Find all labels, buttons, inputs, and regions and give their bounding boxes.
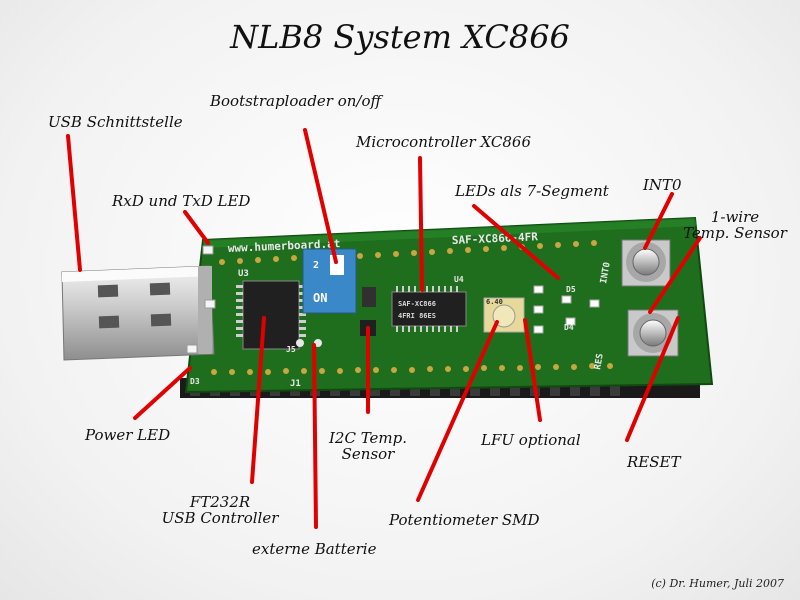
svg-text:D5: D5 — [566, 285, 576, 294]
leader-usb — [66, 134, 82, 272]
bootstrap-dip-switch: 2 ON — [302, 248, 357, 314]
svg-text:U4: U4 — [454, 275, 464, 284]
leader-lfu — [523, 318, 542, 422]
label-leds7: LEDs als 7-Segment — [455, 182, 609, 200]
power-led: D3 — [186, 344, 200, 386]
svg-text:U3: U3 — [238, 269, 249, 279]
potentiometer: 6.40 — [483, 297, 525, 333]
label-rxtx: RxD und TxD LED — [112, 192, 251, 210]
leader-power — [133, 366, 192, 420]
battery-connector: J5 — [286, 339, 322, 354]
leader-lines — [66, 128, 702, 529]
label-usb: USB Schnittstelle — [48, 113, 183, 131]
svg-text:J1: J1 — [290, 379, 301, 389]
leader-int0 — [643, 192, 674, 250]
rxtx-leds — [202, 245, 216, 309]
usb-connector — [61, 265, 215, 361]
svg-text:6.40: 6.40 — [486, 298, 503, 306]
reset-button — [627, 309, 679, 357]
label-i2c: I2C Temp.Sensor — [328, 429, 408, 463]
leader-bootstrap — [303, 128, 338, 264]
ft232r-chip: U3 — [236, 269, 306, 350]
xc866-chip: SAF-XC866 4FRI 86ES U4 — [391, 275, 467, 332]
label-int0: INT0 — [643, 176, 682, 194]
svg-text:ON: ON — [313, 291, 327, 305]
leader-rxtx — [183, 210, 210, 245]
label-mcu: Microcontroller XC866 — [356, 133, 532, 151]
svg-text:INT0: INT0 — [599, 261, 613, 284]
svg-text:2: 2 — [313, 260, 319, 271]
label-battery: externe Batterie — [252, 540, 377, 558]
label-poti: Potentiometer SMD — [389, 511, 540, 529]
svg-text:4FRI 86ES: 4FRI 86ES — [398, 312, 436, 320]
label-lfu: LFU optional — [481, 431, 581, 449]
copyright: (c) Dr. Humer, Juli 2007 — [651, 577, 784, 590]
leader-ft232r — [250, 316, 266, 484]
page-title: NLB8 System XC866 — [230, 18, 570, 56]
svg-text:J5: J5 — [286, 345, 296, 354]
label-power: Power LED — [85, 426, 171, 444]
leader-battery — [312, 343, 318, 529]
label-reset: RESET — [627, 453, 681, 471]
leader-reset — [625, 316, 680, 442]
leader-mcu — [418, 156, 424, 292]
svg-text:RES: RES — [593, 353, 606, 371]
label-bootstrap: Bootstraploader on/off — [210, 92, 382, 110]
leader-leds7 — [472, 204, 560, 280]
segment-leds: D5 D4 — [533, 285, 600, 334]
svg-text:D3: D3 — [190, 377, 200, 386]
leader-poti — [416, 320, 499, 502]
svg-text:SAF-XC866: SAF-XC866 — [398, 300, 436, 308]
leader-1wire — [648, 236, 702, 314]
svg-text:D4: D4 — [564, 323, 574, 332]
